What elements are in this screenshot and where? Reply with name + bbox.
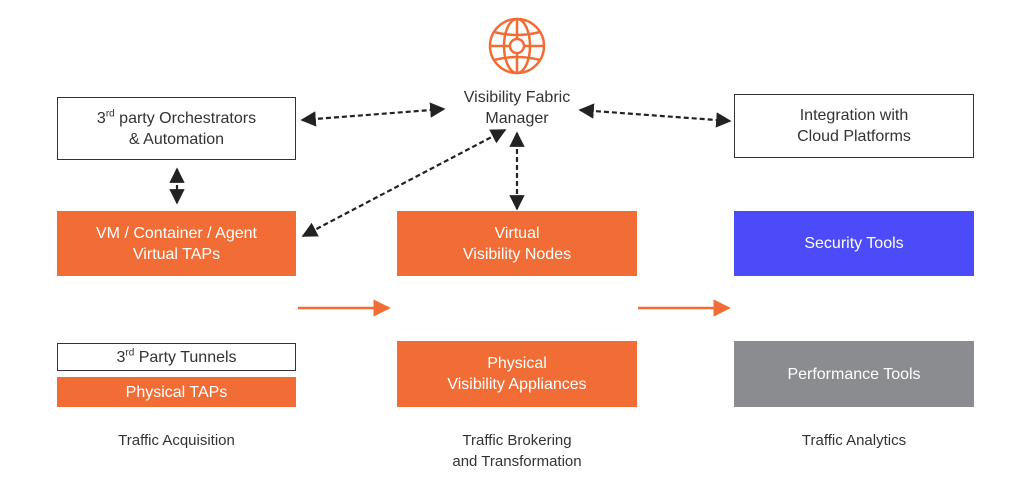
physical-appliances-line2: Visibility Appliances [447, 376, 587, 393]
orchestrators-line1: 3rd party Orchestrators [97, 108, 256, 129]
physical-taps-box: Physical TAPs [57, 377, 296, 407]
vm-container-agent-taps-box: VM / Container / Agent Virtual TAPs [57, 211, 296, 276]
virtual-visibility-nodes-box: Virtual Visibility Nodes [397, 211, 637, 276]
caption-traffic-analytics: Traffic Analytics [801, 432, 907, 449]
orchestrators-line1-text: party Orchestrators [114, 109, 257, 127]
physical-visibility-appliances-box: Physical Visibility Appliances [397, 341, 637, 407]
orchestrators-ordinal: 3 [96, 109, 106, 127]
security-tools-box: Security Tools [734, 211, 974, 276]
vm-taps-line1: VM / Container / Agent [96, 224, 257, 242]
third-party-tunnels-box: 3rd Party Tunnels [57, 343, 296, 371]
tunnels-label: Party Tunnels [134, 348, 237, 366]
vm-taps-line2: Virtual TAPs [132, 245, 221, 263]
caption-brokering-line2: and Transformation [452, 453, 582, 470]
cloud-line1: Integration with [799, 107, 909, 124]
physical-appliances-line1: Physical [487, 355, 547, 372]
cloud-platforms-box: Integration with Cloud Platforms [734, 94, 974, 158]
tunnels-text: 3rd Party Tunnels [116, 347, 236, 368]
caption-brokering-line1: Traffic Brokering [462, 432, 572, 449]
performance-tools-label: Performance Tools [787, 365, 921, 383]
orchestrators-line2: & Automation [128, 130, 225, 148]
orchestrators-ordinal-suffix: rd [105, 108, 115, 120]
connector-manager-vm-taps [301, 129, 507, 237]
visibility-fabric-manager-label: Visibility Fabric Manager [437, 86, 597, 130]
caption-traffic-acquisition: Traffic Acquisition [118, 432, 235, 449]
tunnels-ordinal-suffix: rd [125, 347, 135, 359]
performance-tools-box: Performance Tools [734, 341, 974, 407]
caption-traffic-brokering: Traffic Brokering and Transformation [397, 430, 637, 472]
connector-manager-cloud [578, 103, 732, 128]
physical-taps-label: Physical TAPs [125, 383, 228, 401]
orchestrators-box: 3rd party Orchestrators & Automation [57, 97, 296, 160]
cloud-line2: Cloud Platforms [797, 128, 911, 145]
manager-line1: Visibility Fabric [463, 89, 571, 106]
virtual-nodes-line1: Virtual [494, 224, 540, 242]
manager-line2: Manager [485, 110, 549, 127]
globe-icon [488, 17, 546, 75]
security-tools-label: Security Tools [804, 235, 904, 252]
connector-manager-orchestrators [300, 102, 446, 127]
virtual-nodes-line2: Visibility Nodes [462, 245, 572, 263]
tunnels-ordinal: 3 [116, 348, 126, 366]
